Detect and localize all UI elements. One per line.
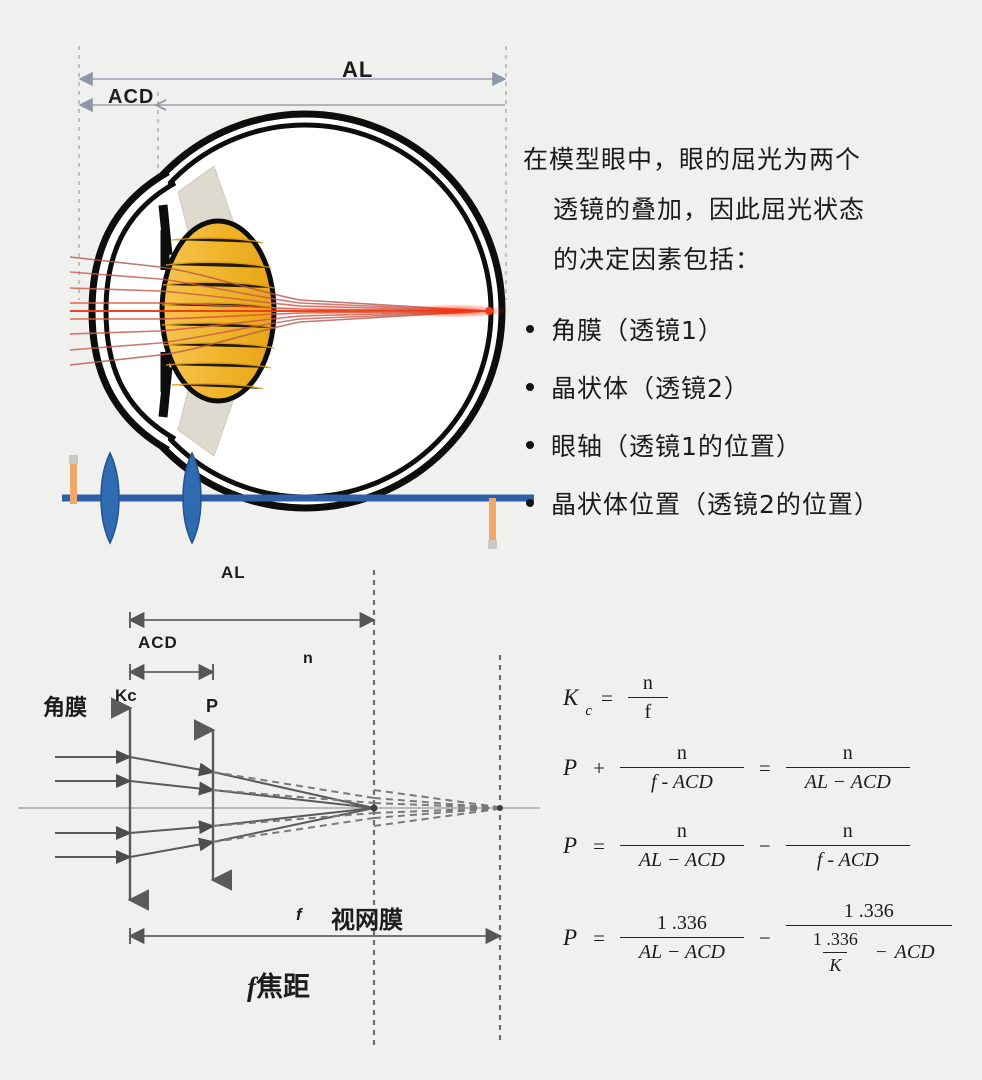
lens-symbol-1	[100, 451, 120, 545]
fraction-denominator: f - ACD	[785, 845, 910, 872]
fraction-denominator: 1 .336 K − ACD	[785, 925, 952, 976]
bullet-label-cornea: 角膜（透镜1）	[551, 316, 724, 345]
focal-point	[400, 304, 510, 318]
factor-bullet-list: 角膜（透镜1） 晶状体（透镜2） 眼轴（透镜1的位置） 晶状体位置（透镜2的位置…	[523, 300, 978, 532]
formula-iol-minus: −	[758, 833, 771, 858]
formula-iol-lhs: P	[563, 833, 578, 858]
fraction-denominator: AL − ACD	[785, 767, 910, 794]
nested-denominator: K	[823, 952, 848, 976]
list-item: 眼轴（透镜1的位置）	[523, 416, 978, 474]
formula-vergence-lhs: P	[563, 755, 578, 780]
fraction-denominator: AL − ACD	[619, 845, 744, 872]
formula-kc-equals: =	[601, 685, 613, 710]
fraction-denominator: AL − ACD	[619, 937, 744, 964]
label-retina: 视网膜	[331, 906, 403, 934]
bullet-label-lens: 晶状体（透镜2）	[551, 374, 750, 403]
label-refractive-index: n	[303, 650, 313, 667]
fraction-n-over-f: n f	[622, 672, 674, 724]
label-focal-length-symbol: f	[247, 972, 256, 1002]
label-focal-length-text: 焦距	[256, 972, 310, 1003]
fraction-numerator: n	[676, 820, 687, 842]
bullet-label-axial-length: 眼轴（透镜1的位置）	[551, 432, 802, 461]
label-acd-optics: ACD	[138, 633, 178, 652]
fraction-n-over-f-minus-acd: n f - ACD	[780, 820, 916, 872]
fraction-denominator: f	[627, 697, 668, 724]
nested-acd: ACD	[894, 941, 935, 963]
fraction-n-over-al-minus-acd: n AL − ACD	[780, 742, 916, 794]
nested-fraction-1336-over-k: 1 .336 K	[803, 929, 868, 976]
optical-axis-schematic	[62, 451, 534, 549]
note-line-3: 的决定因素包括：	[553, 245, 762, 274]
formula-vergence-plus: +	[593, 755, 605, 780]
light-rays	[69, 256, 510, 366]
fraction-numerator: n	[642, 672, 653, 694]
fraction-numerator: 1 .336	[843, 900, 894, 922]
formula-block: K c = n f P + n f - ACD = n AL − ACD P =…	[556, 672, 976, 994]
list-item: 晶状体（透镜2）	[523, 358, 978, 416]
formula-iol-equals: =	[593, 833, 605, 858]
fraction-1336-over-al-minus-acd: 1 .336 AL − ACD	[614, 912, 750, 964]
fraction-numerator: 1 .336	[656, 912, 707, 934]
fraction-numerator: n	[676, 742, 687, 764]
fraction-n-over-f-minus-acd: n f - ACD	[614, 742, 750, 794]
optics-ray-diagram	[18, 570, 540, 1045]
formula-kc-subscript: c	[585, 703, 593, 719]
bullet-dot-icon	[526, 325, 534, 333]
formula-iol-general: P = n AL − ACD − n f - ACD	[556, 820, 976, 872]
formula-kc-lhs: K	[563, 685, 579, 710]
label-al-optics: AL	[221, 563, 246, 582]
bullet-dot-icon	[526, 383, 534, 391]
bullet-dot-icon	[526, 499, 534, 507]
lens-symbol-2	[182, 451, 202, 545]
fraction-denominator: f - ACD	[619, 767, 744, 794]
label-acd-top: ACD	[108, 86, 155, 108]
formula-expanded-equals: =	[593, 925, 605, 950]
formula-expanded-lhs: P	[563, 925, 578, 950]
fraction-1336-over-nested: 1 .336 1 .336 K − ACD	[780, 900, 958, 976]
bullet-dot-icon	[526, 441, 534, 449]
fraction-numerator: n	[842, 742, 853, 764]
note-line-1: 在模型眼中，眼的屈光为两个	[523, 145, 862, 174]
label-kc: Kc	[115, 686, 137, 705]
fraction-numerator: n	[842, 820, 853, 842]
explanatory-note: 在模型眼中，眼的屈光为两个 透镜的叠加，因此屈光状态 的决定因素包括：	[523, 135, 973, 285]
fraction-n-over-al-minus-acd: n AL − ACD	[614, 820, 750, 872]
bullet-label-lens-position: 晶状体位置（透镜2的位置）	[551, 490, 880, 519]
list-item: 角膜（透镜1）	[523, 300, 978, 358]
image-marker	[489, 498, 496, 544]
formula-corneal-power: K c = n f	[556, 672, 976, 724]
object-marker	[70, 458, 77, 504]
nested-numerator: 1 .336	[812, 929, 858, 949]
label-f: f	[296, 905, 302, 924]
formula-expanded-minus: −	[758, 925, 771, 950]
note-line-2: 透镜的叠加，因此屈光状态	[553, 195, 866, 224]
label-p: P	[206, 696, 219, 716]
formula-vergence: P + n f - ACD = n AL − ACD	[556, 742, 976, 794]
label-cornea: 角膜	[43, 696, 88, 721]
label-focal-length: f焦距	[247, 965, 310, 1004]
label-al-top: AL	[342, 57, 374, 82]
formula-iol-expanded: P = 1 .336 AL − ACD − 1 .336 1 .336 K − …	[556, 900, 976, 976]
formula-vergence-equals: =	[758, 755, 771, 780]
nested-minus: −	[875, 941, 887, 963]
list-item: 晶状体位置（透镜2的位置）	[523, 474, 978, 532]
